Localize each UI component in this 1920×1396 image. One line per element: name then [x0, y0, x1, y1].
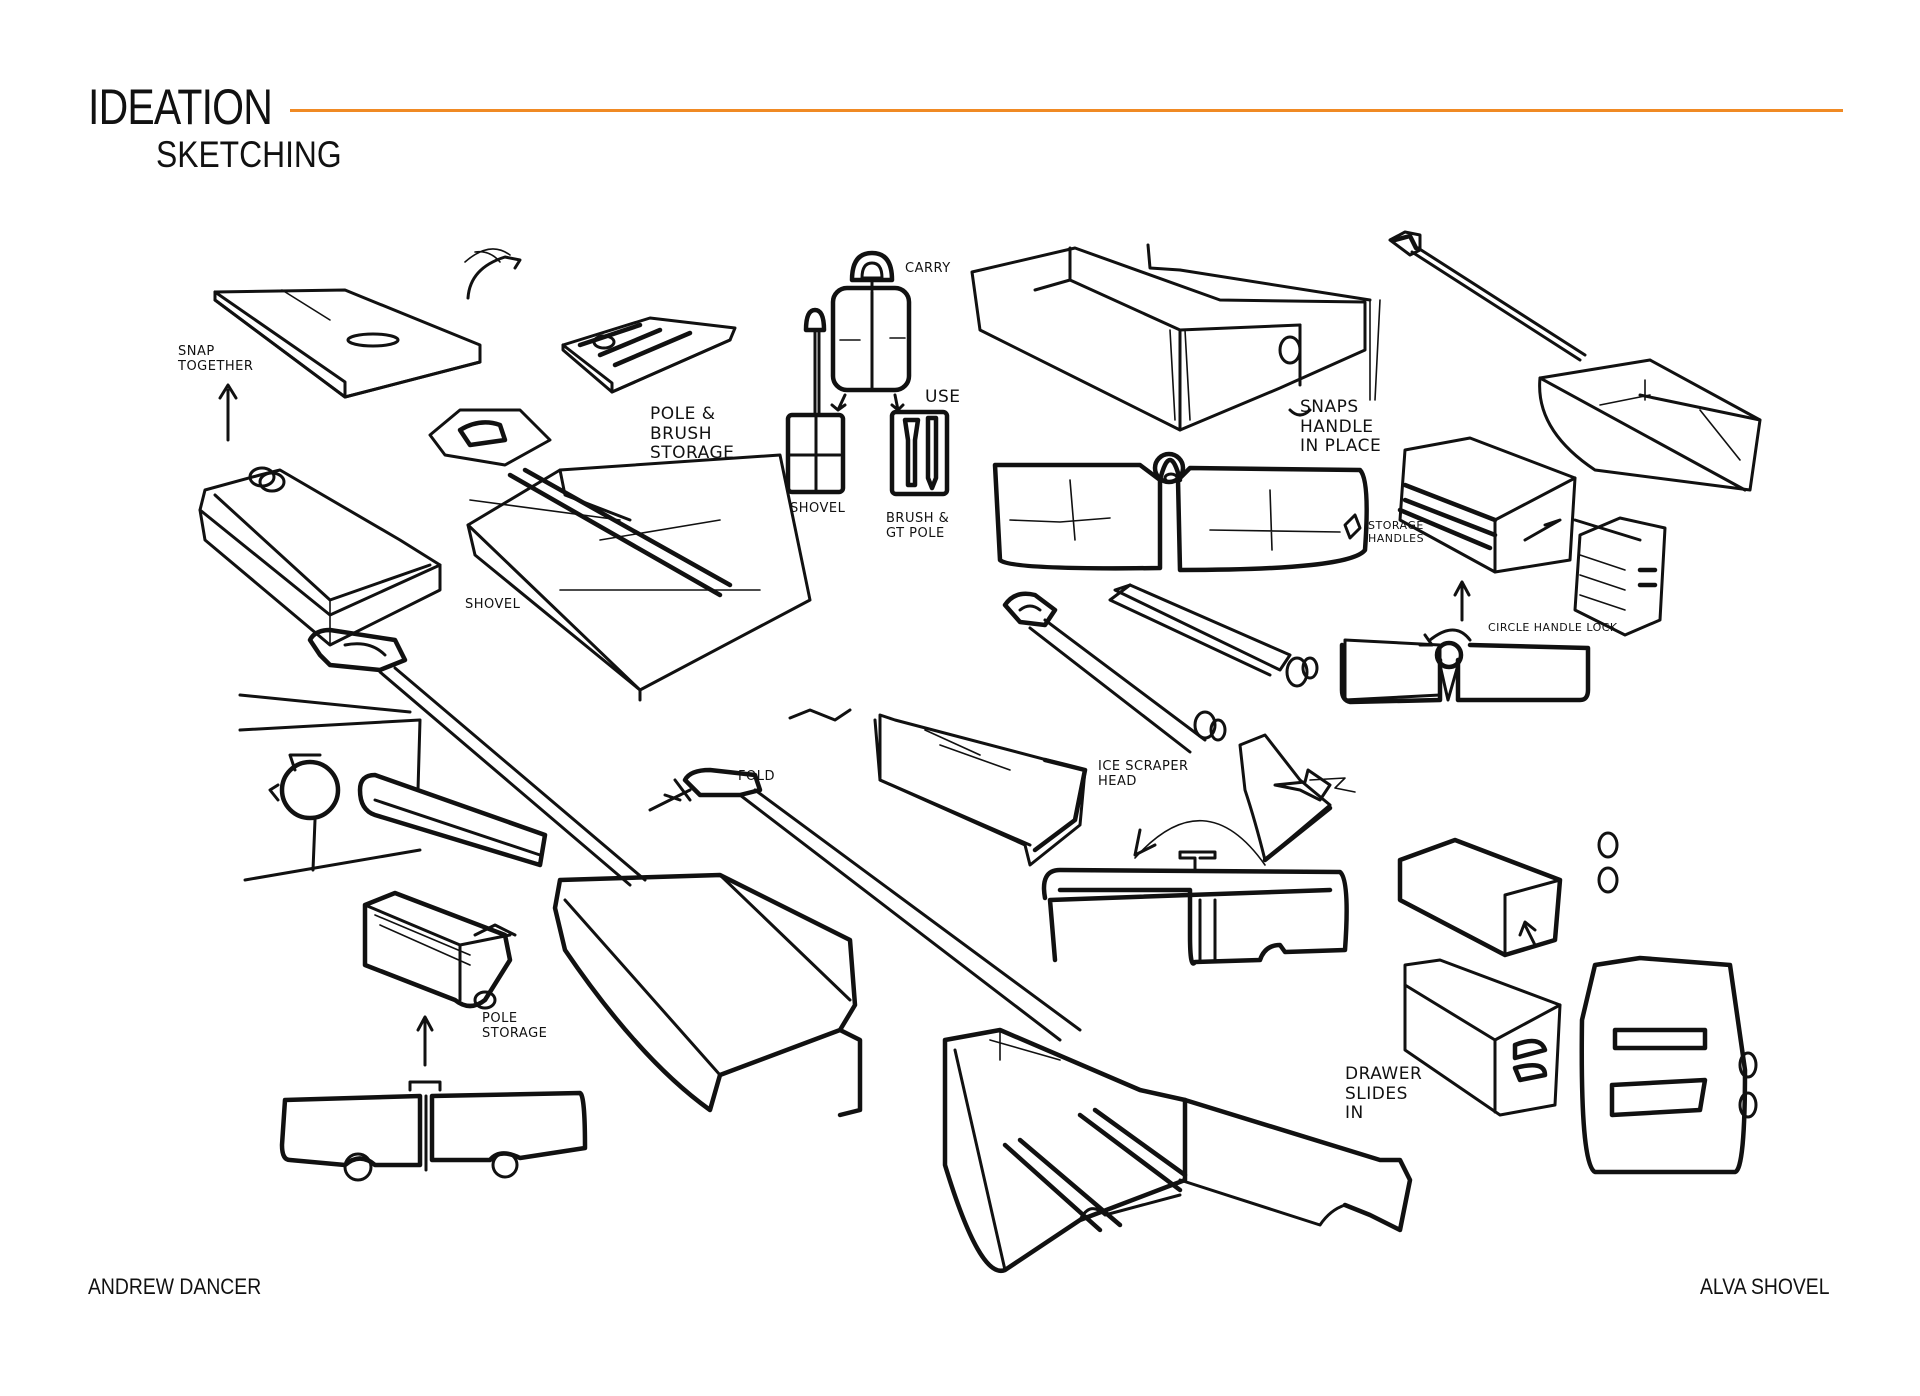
- split-chassis-front-view: [279, 1080, 588, 1182]
- note-snaps-handle: SNAPS HANDLE IN PLACE: [1300, 397, 1382, 457]
- carry-use-diagram: [785, 250, 950, 497]
- long-handle-scoop-shovel: [1388, 230, 1762, 492]
- double-pan-with-handle: [970, 243, 1381, 432]
- page-title: IDEATION: [88, 79, 273, 135]
- d-grip-pole: [1002, 583, 1319, 754]
- split-pan-front-view: [992, 451, 1369, 573]
- note-ice-scraper-head: ICE SCRAPER HEAD: [1098, 759, 1189, 789]
- pole-storage-box: [362, 890, 517, 1067]
- pole-mount-bracket: [238, 693, 548, 882]
- note-pole-storage: POLE STORAGE: [482, 1011, 548, 1041]
- note-fold: FOLD: [738, 769, 775, 784]
- ice-scraper-head: [1238, 733, 1356, 863]
- note-pole-brush-storage: Pole & Brush Storage: [650, 404, 735, 464]
- drawer-unit-front: [1397, 831, 1758, 1175]
- lid-with-storage-tray: [561, 316, 737, 394]
- note-carry: CARRY: [905, 261, 951, 276]
- circle-handle-lock-front: [1339, 580, 1591, 705]
- scraper-block: [788, 708, 1088, 867]
- note-storage-handles: STORAGE HANDLES: [1368, 519, 1425, 545]
- project-name: ALVA SHOVEL: [1700, 1274, 1830, 1299]
- note-use: USE: [925, 387, 961, 407]
- page-subtitle: SKETCHING: [156, 134, 342, 175]
- open-tray-shovel: [198, 466, 442, 647]
- snap-together-lid: [213, 248, 522, 442]
- note-brush-pole: BRUSH & GT POLE: [886, 511, 950, 541]
- drawer-box: [1397, 436, 1667, 637]
- header-divider: [290, 109, 1843, 112]
- note-snap-together: SNAP TOGETHER: [178, 344, 254, 374]
- shovel-blade-with-pole-storage: [428, 408, 812, 702]
- note-circle-handle-lock: CIRCLE HANDLE LOCK: [1488, 621, 1618, 634]
- pan-with-handle: [1041, 819, 1349, 966]
- note-shovel: SHOVEL: [465, 597, 521, 612]
- note-drawer-slides: DRAWER SLIDES IN: [1345, 1064, 1423, 1124]
- folding-shovel-long: [307, 627, 1413, 1274]
- note-shovel-2: SHOVEL: [790, 501, 846, 516]
- author-name: ANDREW DANCER: [88, 1274, 262, 1299]
